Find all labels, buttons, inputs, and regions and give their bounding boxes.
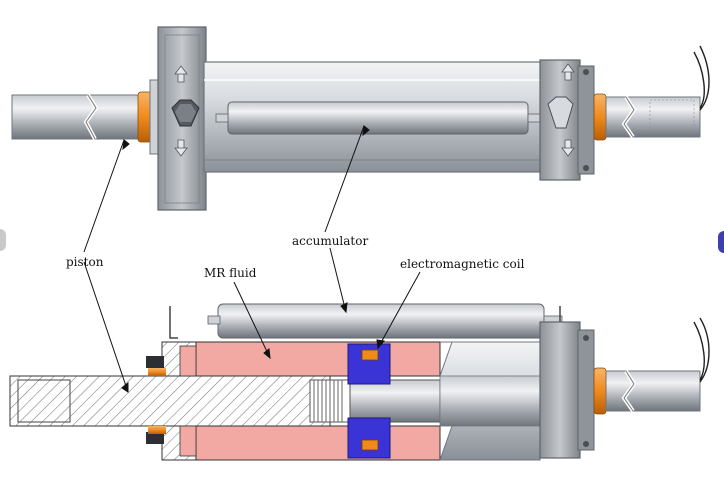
top-right-arrow-up [561, 63, 575, 81]
top-assembly [11, 26, 710, 211]
top-right-seal [593, 93, 607, 141]
top-right-arrow-down [561, 139, 575, 157]
label-electromagnetic-coil: electromagnetic coil [400, 257, 525, 271]
top-right-rod [605, 96, 701, 138]
leader-mr-fluid [233, 281, 271, 359]
top-left-arrow-up [174, 65, 188, 83]
right-edge-handle [718, 231, 724, 253]
mr-fluid-upper [195, 341, 441, 377]
leader-accumulator-bottom [329, 247, 347, 313]
bottom-assembly [9, 303, 710, 461]
top-left-rod [11, 94, 143, 140]
leader-lines [83, 125, 421, 393]
bottom-right-seal [593, 367, 607, 415]
coil-lower [347, 417, 391, 459]
label-accumulator: accumulator [292, 234, 369, 248]
bottom-right-flange [539, 321, 581, 459]
leader-piston-bottom [83, 261, 129, 393]
bottom-cable [693, 317, 710, 383]
leader-accumulator-top [324, 125, 365, 233]
bottom-accumulator [217, 303, 545, 339]
leader-coil [377, 271, 421, 349]
top-left-arrow-down [174, 139, 188, 157]
leader-piston-top [83, 139, 125, 253]
mr-fluid-lower [195, 425, 441, 461]
top-accumulator [227, 101, 529, 135]
bottom-right-rod [605, 370, 701, 412]
top-cable [693, 45, 710, 111]
left-edge-handle [0, 229, 6, 251]
label-piston: piston [66, 255, 104, 269]
label-mr-fluid: MR fluid [204, 266, 257, 280]
